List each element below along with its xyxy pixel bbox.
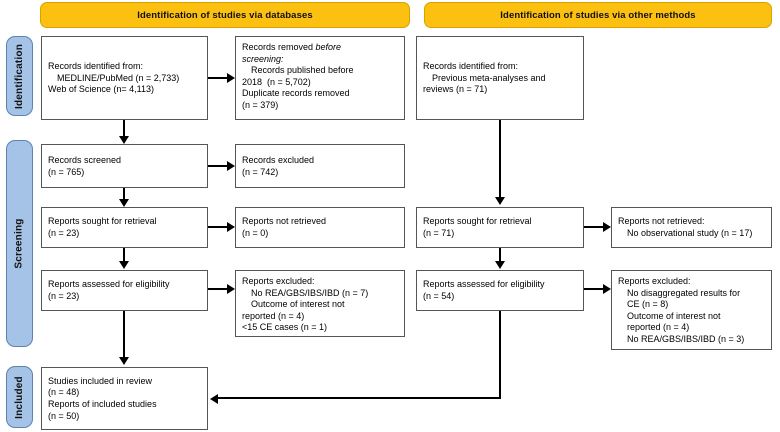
box-line: Reports assessed for eligibility: [423, 279, 545, 290]
connector-other-methods-to-included-vertical: [499, 311, 501, 399]
arrowhead-right: [227, 161, 235, 171]
box-line: (n = 23): [48, 291, 80, 301]
box-studies-included-in-review: Studies included in review (n = 48) Repo…: [41, 367, 208, 430]
box-line: reviews (n = 71): [423, 84, 488, 95]
box-line: (n = 0): [242, 228, 269, 238]
banner-identification-databases: Identification of studies via databases: [40, 2, 410, 28]
connector-sought-to-assessed-other-methods: [499, 248, 501, 262]
box-line: (n = 742): [242, 166, 279, 177]
arrowhead-down: [119, 136, 129, 144]
box-line: Records identified from:: [423, 61, 519, 72]
stage-tab-screening: Screening: [6, 140, 33, 347]
box-line: Reports sought for retrieval: [423, 216, 532, 227]
box-records-excluded: Records excluded (n = 742): [235, 144, 405, 188]
box-reports-not-retrieved-databases: Reports not retrieved (n = 0): [235, 207, 405, 248]
banner-identification-other-methods: Identification of studies via other meth…: [424, 2, 772, 28]
stage-tab-identification: Identification: [6, 36, 33, 116]
box-line: (n = 54): [423, 291, 455, 301]
connector-assessed-to-excluded-other-methods: [584, 288, 604, 290]
box-line: Reports sought for retrieval: [48, 216, 157, 227]
box-line: Records identified from:: [48, 61, 144, 72]
box-line: reported (n = 4): [242, 310, 305, 321]
box-line: reported (n = 4): [627, 322, 690, 333]
arrowhead-right: [603, 222, 611, 232]
box-records-identified-other-methods: Records identified from: Previous meta-a…: [416, 36, 584, 120]
box-line: Reports not retrieved:: [618, 216, 705, 227]
box-line: (n = 71): [423, 228, 455, 238]
box-line: MEDLINE/PubMed (n = 2,733): [57, 72, 180, 83]
box-line: (n = 765): [48, 166, 85, 177]
box-line: Records removed before: [242, 42, 398, 54]
box-line: CE (n = 8): [627, 299, 669, 310]
box-line: No REA/GBS/IBS/IBD (n = 3): [627, 333, 745, 344]
arrowhead-left: [210, 394, 218, 404]
connector-sought-to-not-retrieved-other-methods: [584, 226, 604, 228]
box-line-emphasis: screening:: [242, 53, 284, 64]
box-line: Records published before: [251, 65, 354, 76]
connector-assessed-to-included: [123, 311, 125, 359]
box-records-screened: Records screened (n = 765): [41, 144, 208, 188]
box-line: No observational study (n = 17): [627, 228, 753, 238]
box-reports-sought-other-methods: Reports sought for retrieval (n = 71): [416, 207, 584, 248]
connector-screened-to-excluded: [208, 165, 228, 167]
stage-tab-included: Included: [6, 366, 33, 428]
box-line: 2018 (n = 5,702): [242, 76, 311, 87]
box-line: (n = 50): [48, 410, 80, 421]
box-line: Reports assessed for eligibility: [48, 279, 170, 290]
box-line: (n = 379): [242, 99, 279, 110]
box-line: Reports of included studies: [48, 399, 157, 409]
box-line: No REA/GBS/IBS/IBD (n = 7): [251, 287, 369, 298]
box-line: No disaggregated results for: [627, 287, 741, 298]
connector-identified-to-removed: [208, 77, 228, 79]
arrowhead-down: [119, 199, 129, 207]
stage-label: Included: [14, 375, 25, 419]
box-line-text: Records removed: [242, 42, 316, 52]
box-line: Reports excluded:: [618, 276, 691, 286]
box-line: Duplicate records removed: [242, 88, 350, 99]
stage-label: Screening: [14, 218, 25, 269]
box-reports-not-retrieved-other-methods: Reports not retrieved: No observational …: [611, 207, 772, 248]
box-line: Reports not retrieved: [242, 216, 327, 227]
banner-label: Identification of studies via other meth…: [500, 9, 696, 21]
box-reports-assessed-other-methods: Reports assessed for eligibility (n = 54…: [416, 270, 584, 311]
box-line: Web of Science (n= 4,113): [48, 84, 154, 95]
banner-label: Identification of studies via databases: [137, 9, 313, 21]
box-line: (n = 23): [48, 228, 80, 238]
connector-sought-to-assessed: [123, 248, 125, 262]
connector-assessed-to-excluded-databases: [208, 288, 228, 290]
box-line-emphasis: before: [315, 42, 342, 52]
box-line: Outcome of interest not: [627, 310, 721, 321]
box-line: screening:: [242, 54, 398, 66]
box-reports-excluded-databases: Reports excluded: No REA/GBS/IBS/IBD (n …: [235, 270, 405, 337]
arrowhead-down: [119, 261, 129, 269]
connector-other-methods-to-included-horizontal: [218, 397, 501, 399]
box-reports-sought-databases: Reports sought for retrieval (n = 23): [41, 207, 208, 248]
stage-label: Identification: [14, 43, 25, 109]
arrowhead-down: [119, 357, 129, 365]
connector-screened-to-sought: [123, 188, 125, 201]
box-line: (n = 48): [48, 387, 80, 398]
box-reports-excluded-other-methods: Reports excluded: No disaggregated resul…: [611, 270, 772, 350]
box-records-identified-databases: Records identified from: MEDLINE/PubMed …: [41, 36, 208, 120]
arrowhead-down: [495, 261, 505, 269]
box-line: <15 CE cases (n = 1): [242, 322, 328, 333]
arrowhead-down: [495, 197, 505, 205]
box-line: Studies included in review: [48, 375, 153, 386]
box-line: Outcome of interest not: [251, 299, 345, 310]
connector-sought-to-not-retrieved: [208, 226, 228, 228]
arrowhead-right: [227, 284, 235, 294]
connector-identified-to-sought-other-methods: [499, 120, 501, 199]
box-line: Reports excluded:: [242, 276, 315, 286]
arrowhead-right: [227, 222, 235, 232]
arrowhead-right: [227, 73, 235, 83]
connector-identified-to-screened: [123, 120, 125, 138]
box-records-removed-before-screening: Records removed before screening: Record…: [235, 36, 405, 120]
arrowhead-right: [603, 284, 611, 294]
box-line: Previous meta-analyses and: [432, 72, 546, 83]
box-reports-assessed-databases: Reports assessed for eligibility (n = 23…: [41, 270, 208, 311]
box-line: Records screened: [48, 154, 122, 165]
box-line: Records excluded: [242, 154, 315, 165]
